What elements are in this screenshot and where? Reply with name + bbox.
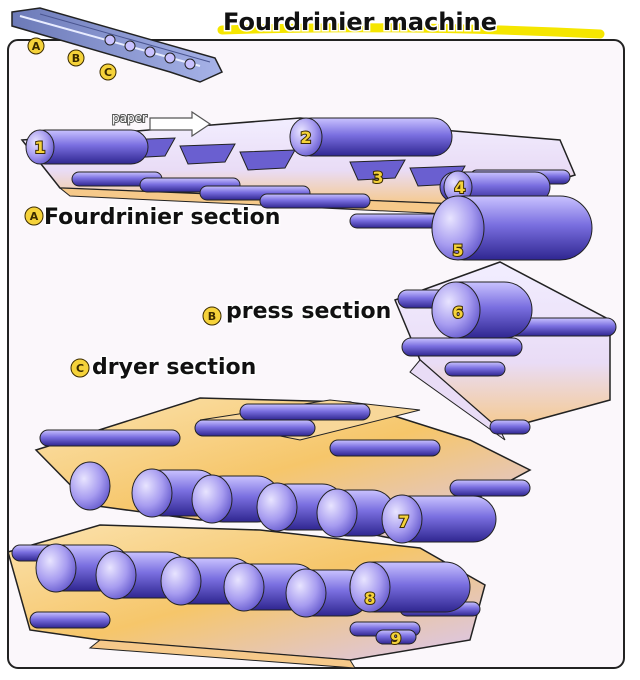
roll-number-5: 5 (452, 241, 463, 260)
paper-direction-arrow: paper (111, 110, 212, 138)
roll-number-8: 8 (364, 589, 375, 608)
breast-roll (25, 129, 149, 165)
svg-text:C: C (104, 66, 112, 79)
upper-dryer-cylinders (69, 461, 497, 544)
dryer-section (7, 397, 532, 669)
upper-press-roll (431, 195, 593, 261)
press-section (394, 195, 617, 441)
diagram-title: Fourdrinier machine (223, 8, 497, 36)
roll-number-7: 7 (398, 512, 409, 531)
fourdrinier-section: paper (20, 110, 577, 229)
svg-text:A: A (30, 210, 39, 223)
overview-label-b: B (67, 49, 85, 67)
roll-number-3: 3 (372, 168, 383, 187)
section-label-dryer: C dryer section (70, 354, 258, 382)
overview-label-a: A (27, 37, 45, 55)
roll-number-2: 2 (300, 128, 311, 147)
svg-text:paper: paper (112, 111, 147, 125)
section-label-press: B press section (202, 298, 393, 326)
svg-text:C: C (76, 362, 84, 375)
dandy-roll (289, 117, 453, 157)
svg-text:B: B (208, 310, 216, 323)
svg-text:press section: press section (226, 299, 391, 324)
roll-number-9: 9 (390, 629, 401, 648)
overview-label-c: C (99, 63, 117, 81)
return-rolls (71, 169, 571, 229)
roll-number-4: 4 (454, 178, 465, 197)
title-highlight (217, 23, 605, 39)
svg-text:Fourdrinier section: Fourdrinier section (44, 205, 280, 230)
section-label-fourdrinier: A Fourdrinier section (24, 204, 282, 232)
lower-dryer-cylinders (35, 543, 471, 618)
lower-press-roll (431, 281, 533, 339)
svg-text:dryer section: dryer section (92, 355, 256, 380)
roll-number-6: 6 (452, 303, 463, 322)
svg-text:B: B (72, 52, 80, 65)
roll-number-1: 1 (34, 138, 45, 157)
svg-text:A: A (32, 40, 41, 53)
machine-overview-thumbnail (11, 7, 224, 83)
